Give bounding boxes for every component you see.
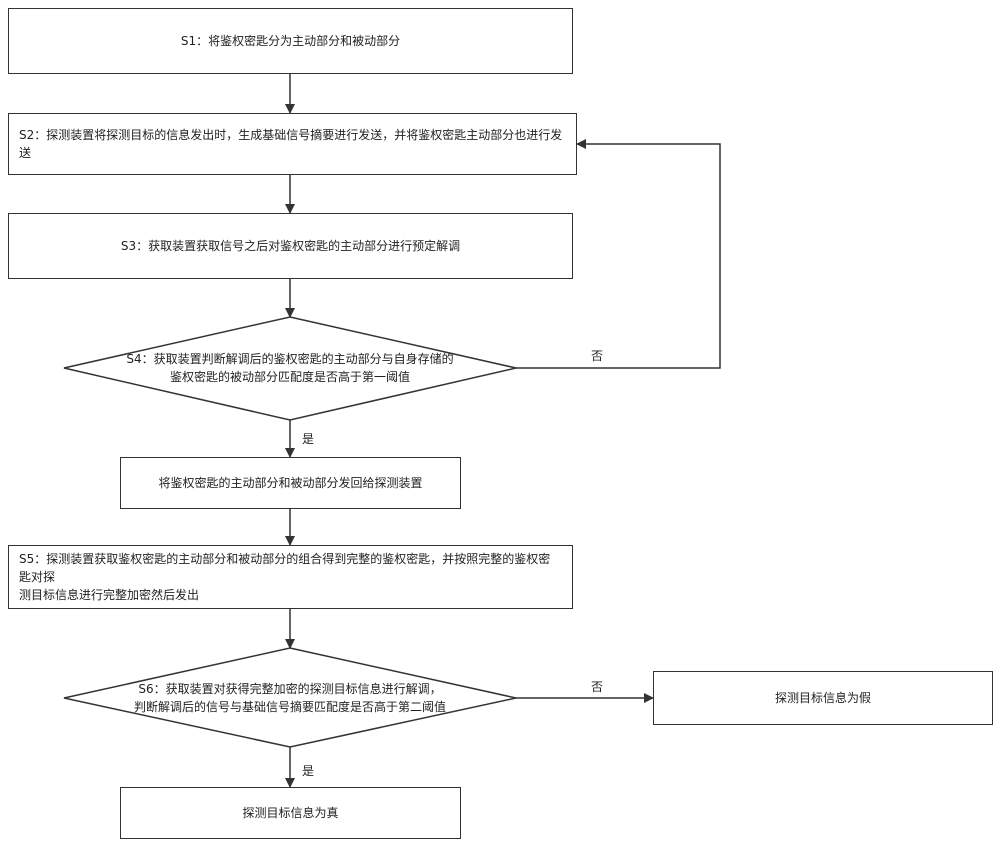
true-result-text: 探测目标信息为真 (242, 806, 339, 820)
s4-text-line1: S4：获取装置判断解调后的鉴权密匙的主动部分与自身存储的 (126, 352, 454, 366)
s6-yes-label: 是 (302, 764, 315, 778)
s5-text-line1: S5：探测装置获取鉴权密匙的主动部分和被动部分的组合得到完整的鉴权密匙，并按照完… (19, 552, 551, 584)
s4-no-label: 否 (591, 349, 604, 363)
false-result-box: 探测目标信息为假 (653, 671, 993, 725)
s6-text-line2: 判断解调后的信号与基础信号摘要匹配度是否高于第二阈值 (133, 700, 446, 714)
true-result-box: 探测目标信息为真 (120, 787, 461, 839)
s6-no-label: 否 (591, 680, 604, 694)
s4-decision-text: S4：获取装置判断解调后的鉴权密匙的主动部分与自身存储的 鉴权密匙的被动部分匹配… (90, 350, 490, 386)
return-keys-box: 将鉴权密匙的主动部分和被动部分发回给探测装置 (120, 457, 461, 509)
s2-step-box: S2：探测装置将探测目标的信息发出时，生成基础信号摘要进行发送，并将鉴权密匙主动… (8, 113, 577, 175)
return-keys-text: 将鉴权密匙的主动部分和被动部分发回给探测装置 (158, 476, 423, 490)
s4-text-line2: 鉴权密匙的被动部分匹配度是否高于第一阈值 (169, 370, 410, 384)
s6-decision-text: S6：获取装置对获得完整加密的探测目标信息进行解调， 判断解调后的信号与基础信号… (90, 680, 490, 716)
arrow-s4-no-loop (516, 139, 721, 369)
s4-yes-label: 是 (302, 432, 315, 446)
s3-step-text: S3：获取装置获取信号之后对鉴权密匙的主动部分进行预定解调 (120, 239, 461, 253)
s5-step-box: S5：探测装置获取鉴权密匙的主动部分和被动部分的组合得到完整的鉴权密匙，并按照完… (8, 545, 573, 609)
s5-text-block: S5：探测装置获取鉴权密匙的主动部分和被动部分的组合得到完整的鉴权密匙，并按照完… (19, 550, 562, 604)
s6-text-line1: S6：获取装置对获得完整加密的探测目标信息进行解调， (138, 682, 442, 696)
s5-text-line2: 测目标信息进行完整加密然后发出 (19, 588, 200, 602)
s4-decision-diamond (63, 316, 517, 421)
s1-step-box: S1：将鉴权密匙分为主动部分和被动部分 (8, 8, 573, 74)
false-result-text: 探测目标信息为假 (774, 691, 871, 705)
s2-step-text: S2：探测装置将探测目标的信息发出时，生成基础信号摘要进行发送，并将鉴权密匙主动… (19, 128, 563, 160)
s1-step-text: S1：将鉴权密匙分为主动部分和被动部分 (180, 34, 401, 48)
s3-step-box: S3：获取装置获取信号之后对鉴权密匙的主动部分进行预定解调 (8, 213, 573, 279)
s6-decision-diamond (63, 647, 517, 748)
